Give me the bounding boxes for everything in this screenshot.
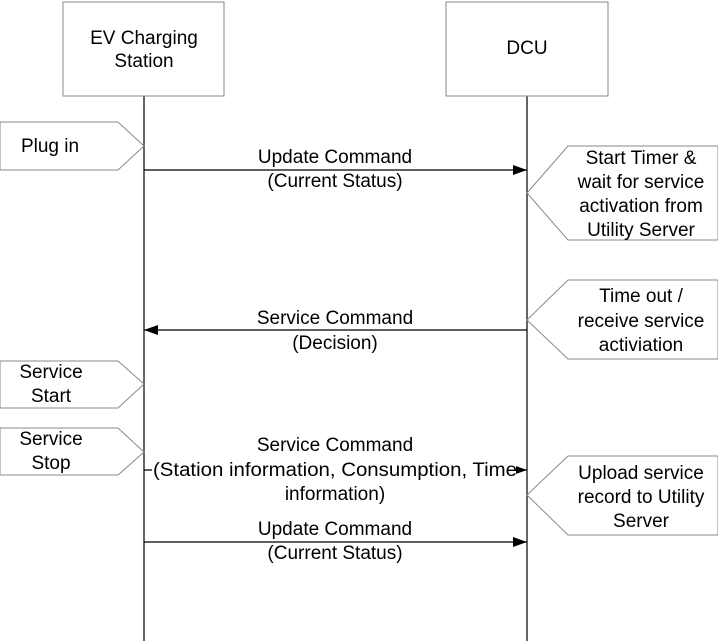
note-start-timer-line1: Start Timer &: [586, 148, 697, 169]
note-service-stop: Service Stop: [0, 427, 145, 476]
note-upload-line1: Upload service: [578, 463, 704, 484]
note-service-stop-line1: Service: [19, 429, 82, 450]
note-upload: Upload service record to Utility Server: [526, 455, 718, 536]
participant-dcu: DCU: [445, 1, 609, 97]
participant-ev-charging-station: EV Charging Station: [62, 1, 225, 97]
message-update-command-2: Update Command (Current Status): [144, 519, 527, 564]
note-time-out-line3: activiation: [599, 335, 684, 356]
message-label-line2: (Current Status): [267, 171, 402, 192]
note-time-out-line2: receive service: [578, 311, 705, 332]
message-label-line1: Service Command: [257, 435, 413, 456]
message-label-line1: Service Command: [257, 308, 413, 329]
message-label-line1: Update Command: [258, 519, 412, 540]
participant-station-line2: Station: [114, 51, 173, 72]
message-service-command-decision: Service Command (Decision): [144, 308, 527, 354]
message-label-line2: (Current Status): [267, 543, 402, 564]
note-service-start: Service Start: [0, 360, 145, 409]
message-label-line2: (Decision): [292, 333, 378, 354]
note-start-timer: Start Timer & wait for service activatio…: [526, 145, 718, 241]
note-service-start-line1: Service: [19, 362, 82, 383]
message-label-line3: information): [285, 484, 385, 505]
note-time-out-line1: Time out /: [599, 286, 683, 307]
note-start-timer-line3: activation from: [579, 196, 703, 217]
note-upload-line3: Server: [613, 511, 670, 532]
note-upload-line2: record to Utility: [578, 487, 705, 508]
note-service-stop-line2: Stop: [31, 453, 70, 474]
message-update-command-1: Update Command (Current Status): [144, 147, 527, 192]
note-plug-in: Plug in: [0, 121, 145, 171]
participant-dcu-label: DCU: [506, 38, 547, 59]
message-label-line1: Update Command: [258, 147, 412, 168]
message-label-background: [152, 459, 516, 481]
note-service-start-line2: Start: [31, 386, 72, 407]
participant-station-line1: EV Charging: [90, 28, 198, 49]
note-time-out: Time out / receive service activiation: [526, 279, 718, 360]
note-start-timer-line2: wait for service: [577, 172, 705, 193]
note-plug-in-text: Plug in: [21, 136, 79, 157]
message-label-line2: (Station information, Consumption, Time: [153, 460, 517, 481]
note-start-timer-line4: Utility Server: [587, 220, 695, 241]
message-service-command-info: Service Command (Station information, Co…: [144, 435, 527, 505]
